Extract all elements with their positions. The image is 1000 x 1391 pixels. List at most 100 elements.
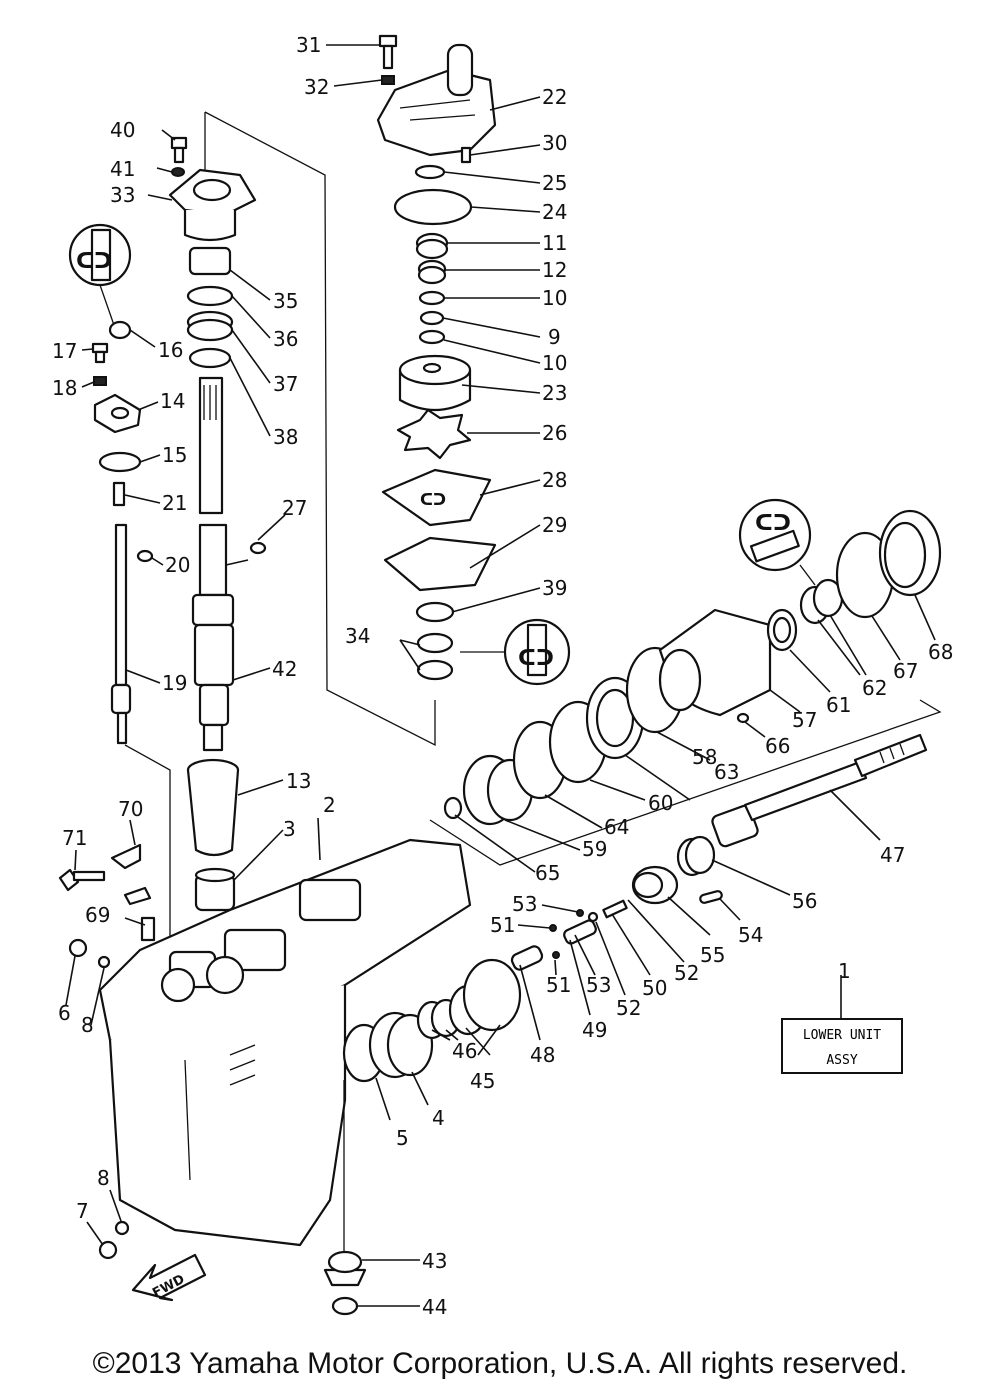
drive-shaft-42 bbox=[191, 376, 267, 752]
collar-16 bbox=[108, 320, 132, 340]
callout-43: 43 bbox=[422, 1249, 447, 1273]
oil-seal-12 bbox=[417, 259, 447, 285]
callout-27: 27 bbox=[282, 496, 307, 520]
callout-10b: 10 bbox=[542, 351, 567, 375]
bolt-31 bbox=[378, 34, 398, 70]
callout-61: 61 bbox=[826, 693, 851, 717]
callout-58: 58 bbox=[692, 745, 717, 769]
callout-60: 60 bbox=[648, 791, 673, 815]
callout-54: 54 bbox=[738, 923, 763, 947]
callout-31: 31 bbox=[296, 33, 321, 57]
water-pump-housing bbox=[376, 43, 497, 157]
callout-71: 71 bbox=[62, 826, 87, 850]
washer-36 bbox=[186, 285, 234, 307]
callout-19: 19 bbox=[162, 671, 187, 695]
oil-seal-housing-33 bbox=[168, 168, 257, 242]
detail-bubble-top-right: ᑕᑐ bbox=[738, 498, 816, 586]
callout-12: 12 bbox=[542, 258, 567, 282]
propeller-shaft-47 bbox=[711, 733, 928, 848]
callout-8b: 8 bbox=[97, 1166, 110, 1190]
sleeve-13 bbox=[186, 758, 240, 857]
callout-51b: 51 bbox=[546, 973, 571, 997]
callout-26: 26 bbox=[542, 421, 567, 445]
callout-9: 9 bbox=[548, 325, 561, 349]
callout-labels: 31 32 22 30 25 24 11 12 10 9 10 23 26 28… bbox=[52, 33, 953, 1319]
bracket-line-driveshaft bbox=[204, 111, 436, 747]
callout-62: 62 bbox=[862, 676, 887, 700]
fwd-arrow: FWD bbox=[131, 1253, 207, 1301]
leader-lines bbox=[65, 44, 936, 1307]
gasket-24 bbox=[393, 188, 473, 226]
gasket-8a bbox=[97, 955, 111, 969]
callout-68: 68 bbox=[928, 640, 953, 664]
cross-pin-54 bbox=[699, 890, 723, 904]
callout-21: 21 bbox=[162, 491, 187, 515]
oil-seal-62 bbox=[799, 578, 844, 625]
spring-50 bbox=[602, 899, 628, 919]
callout-48: 48 bbox=[530, 1043, 555, 1067]
insert-cartridge-11 bbox=[415, 232, 449, 260]
callout-69: 69 bbox=[85, 903, 110, 927]
callout-33: 33 bbox=[110, 183, 135, 207]
gasket-29 bbox=[383, 536, 497, 592]
callout-59: 59 bbox=[582, 837, 607, 861]
clip-20 bbox=[136, 549, 154, 563]
callout-63: 63 bbox=[714, 760, 739, 784]
callout-3: 3 bbox=[283, 817, 296, 841]
spring-56 bbox=[676, 835, 716, 877]
o-ring-25 bbox=[414, 164, 446, 180]
dowel-pin-30 bbox=[460, 146, 472, 164]
callout-38: 38 bbox=[273, 425, 298, 449]
ring-nut-68 bbox=[878, 509, 942, 597]
callout-45: 45 bbox=[470, 1069, 495, 1093]
lower-case-2 bbox=[98, 838, 472, 1247]
callout-1: 1 bbox=[838, 959, 851, 983]
o-ring-10a bbox=[418, 290, 446, 306]
assy-label-line1: LOWER UNIT bbox=[802, 1028, 882, 1043]
needle-bearing-3 bbox=[194, 867, 236, 912]
callout-32: 32 bbox=[304, 75, 329, 99]
needle-bearing-61 bbox=[766, 608, 798, 652]
assy-label-line2: ASSY bbox=[826, 1053, 858, 1068]
callout-40: 40 bbox=[110, 118, 135, 142]
oil-seal-39 bbox=[415, 601, 455, 623]
pinion-nut-44 bbox=[331, 1296, 359, 1316]
callout-23: 23 bbox=[542, 381, 567, 405]
callout-42: 42 bbox=[272, 657, 297, 681]
callout-52a: 52 bbox=[616, 996, 641, 1020]
callout-16: 16 bbox=[158, 338, 183, 362]
callout-6: 6 bbox=[58, 1001, 71, 1025]
ball-53 bbox=[576, 909, 584, 917]
callout-49: 49 bbox=[582, 1018, 607, 1042]
callout-64: 64 bbox=[604, 815, 629, 839]
insert-cartridge-23 bbox=[398, 354, 472, 411]
o-ring-10b bbox=[418, 329, 446, 345]
drain-screw-7 bbox=[98, 1240, 118, 1260]
thrust-washer-65 bbox=[443, 796, 463, 820]
forward-gear-45 bbox=[448, 958, 522, 1036]
washer-32 bbox=[381, 75, 395, 85]
callout-46: 46 bbox=[452, 1039, 477, 1063]
callout-67: 67 bbox=[893, 659, 918, 683]
callout-65: 65 bbox=[535, 861, 560, 885]
callout-14: 14 bbox=[160, 389, 185, 413]
oil-seal-37 bbox=[186, 310, 234, 342]
outer-plate-28 bbox=[381, 468, 492, 527]
detail-bubble-right: ᑕᑐ bbox=[460, 618, 571, 686]
svg-text:ᑕᑐ: ᑕᑐ bbox=[518, 646, 554, 671]
detail-bubble-left: ᑕᑐ bbox=[68, 223, 132, 329]
callout-53a: 53 bbox=[512, 892, 537, 916]
impeller-26 bbox=[396, 408, 472, 460]
callout-47: 47 bbox=[880, 843, 905, 867]
bearing-35 bbox=[188, 246, 232, 276]
callout-2: 2 bbox=[323, 793, 336, 817]
callout-39: 39 bbox=[542, 576, 567, 600]
bracket-line-shift-rod bbox=[124, 744, 171, 990]
callout-57: 57 bbox=[792, 708, 817, 732]
propeller-shaft-housing-57 bbox=[658, 608, 772, 717]
callout-36: 36 bbox=[273, 327, 298, 351]
spring-21 bbox=[112, 481, 126, 507]
callout-22: 22 bbox=[542, 85, 567, 109]
bolt-17 bbox=[91, 342, 109, 364]
callout-41: 41 bbox=[110, 157, 135, 181]
